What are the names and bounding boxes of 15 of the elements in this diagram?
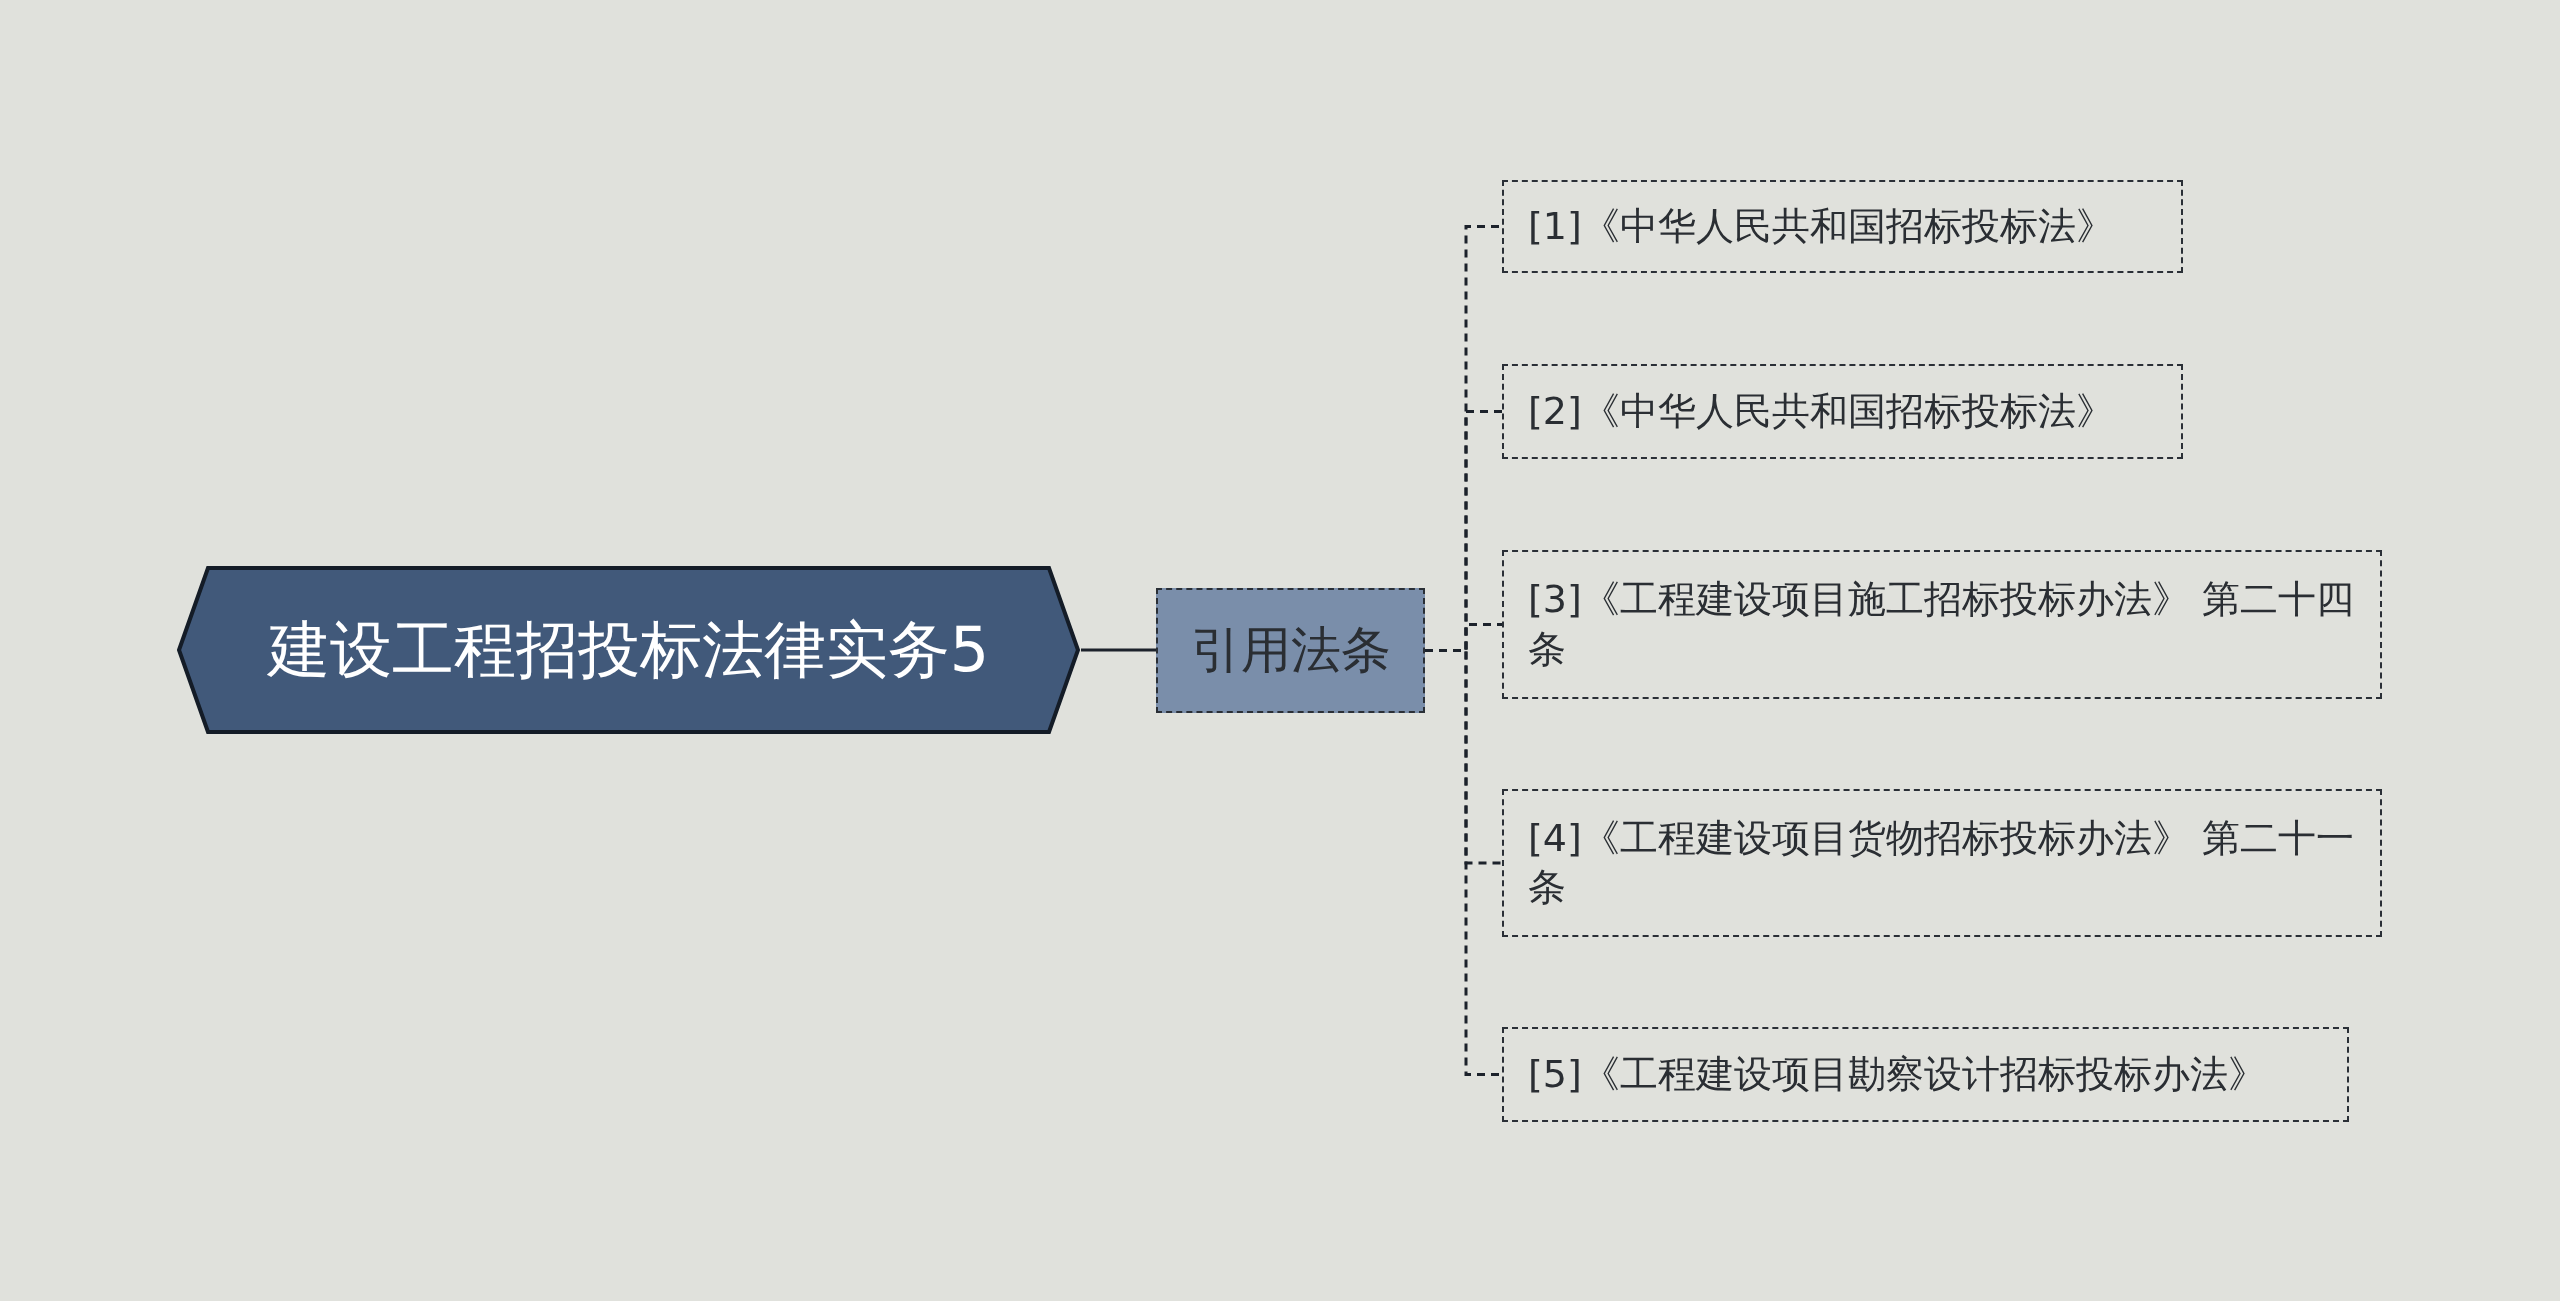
subtopic-box: [1502, 550, 2382, 699]
topic-text: 引用法条: [1190, 620, 1391, 681]
topic-text: [4]《工程建设项目货物招标投标办法》 第二十一条: [1528, 814, 2355, 911]
topic-text: [1]《中华人民共和国招标投标法》: [1528, 202, 2114, 250]
subtopic-box: [1502, 789, 2382, 937]
subtopic-box: [1502, 180, 2183, 273]
connector-line: [1425, 649, 1502, 1076]
topic-text: [2]《中华人民共和国招标投标法》: [1528, 387, 2114, 435]
subtopic-box: [1502, 364, 2183, 459]
connector-line: [1081, 648, 1156, 652]
topic-text: 建设工程招投标法律实务5: [267, 611, 990, 688]
topic-text: [5]《工程建设项目勘察设计招标投标办法》: [1528, 1050, 2266, 1098]
subtopic-box: [1502, 1027, 2349, 1122]
topic-text: [3]《工程建设项目施工招标投标办法》 第二十四条: [1528, 576, 2355, 673]
branch-topic: [1156, 588, 1425, 713]
